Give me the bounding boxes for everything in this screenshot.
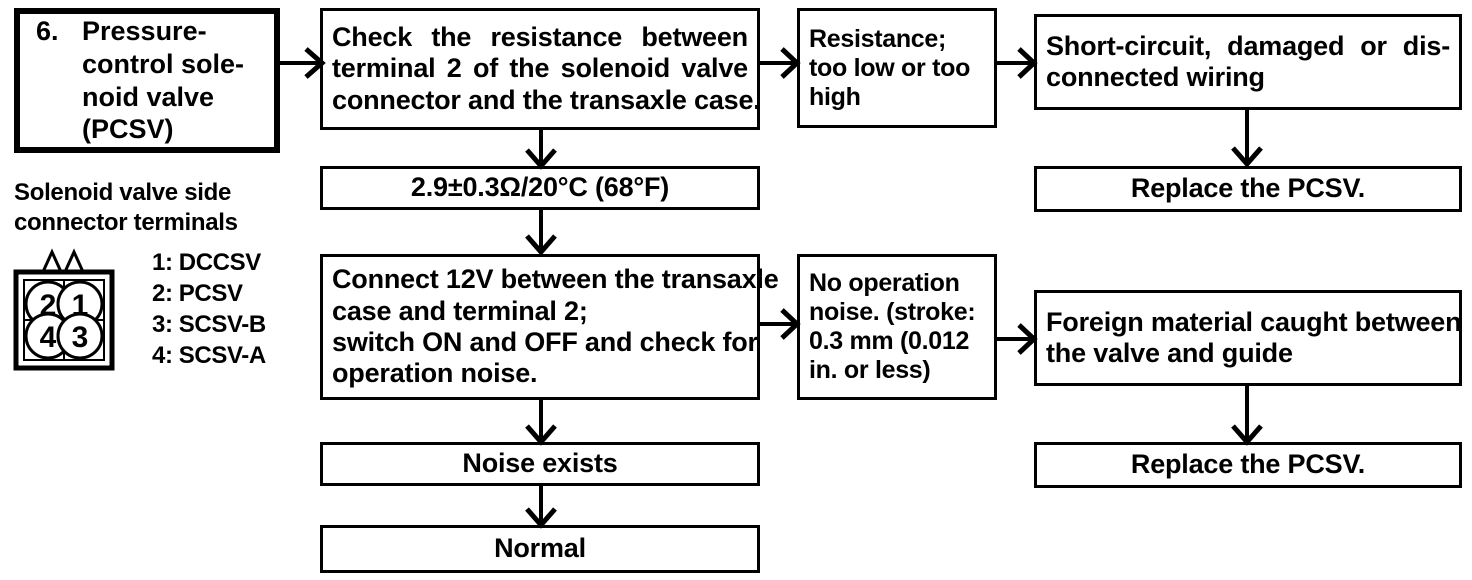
check-resistance-line-2: terminal 2 of the solenoid valve xyxy=(332,53,748,84)
connect-12v-line-1: Connect 12V between the transaxle xyxy=(332,264,779,295)
step-title-text-2: control sole- xyxy=(82,48,245,79)
resistance-fault-line-1: Resistance; xyxy=(809,24,947,53)
replace-pcsv-top-label: Replace the PCSV. xyxy=(1130,173,1366,204)
no-operation-noise-line-4: in. or less) xyxy=(809,356,931,384)
replace-pcsv-bottom-box: Replace the PCSV. xyxy=(1034,442,1462,488)
connector-connect12v-to-noise-exists xyxy=(522,400,560,446)
connector-no-noise-to-foreign xyxy=(997,320,1039,358)
connect-12v-line-4: operation noise. xyxy=(332,358,538,389)
pin-assignment-1: 1: DCCSV xyxy=(152,249,261,276)
resistance-fault-box: Resistance; too low or too high xyxy=(797,8,997,128)
replace-pcsv-top-box: Replace the PCSV. xyxy=(1034,166,1462,212)
replace-pcsv-bottom-label: Replace the PCSV. xyxy=(1130,449,1366,480)
no-operation-noise-line-1: No operation xyxy=(809,269,960,297)
pin-number-bottom-right: 3 xyxy=(72,321,89,354)
connector-foreign-to-replace-bottom xyxy=(1228,386,1266,446)
resistance-fault-line-2: too low or too xyxy=(809,53,971,82)
step-title-text-4: (PCSV) xyxy=(82,114,174,145)
connect-12v-line-2: case and terminal 2; xyxy=(332,295,588,326)
check-resistance-line-1: Check the resistance between xyxy=(332,22,748,53)
step-title-text-1: Pressure- xyxy=(82,15,207,46)
no-operation-noise-box: No operation noise. (stroke: 0.3 mm (0.0… xyxy=(797,254,997,400)
pin-assignment-2: 2: PCSV xyxy=(152,279,243,307)
connect-12v-line-3: switch ON and OFF and check for xyxy=(332,327,758,357)
connector-noise-exists-to-normal xyxy=(522,486,560,529)
step-number: 6. xyxy=(36,15,59,46)
wiring-fault-line-1: Short-circuit, damaged or dis- xyxy=(1046,30,1450,61)
noise-exists-label: Noise exists xyxy=(462,448,618,479)
foreign-material-line-1: Foreign material caught between xyxy=(1046,306,1462,337)
step-title-line-1: 6. Pressure- xyxy=(36,15,258,48)
resistance-spec-box: 2.9±0.3Ω/20°C (68°F) xyxy=(320,166,760,210)
pin-assignment-3: 3: SCSV-B xyxy=(152,310,266,338)
pin-number-top-right: 1 xyxy=(72,289,89,322)
step-title-text-3: noid valve xyxy=(82,81,215,112)
pin-number-top-left: 2 xyxy=(40,289,57,322)
check-resistance-line-3: connector and the transaxle case. xyxy=(332,84,761,115)
connector-connect12v-to-no-noise xyxy=(760,305,802,343)
wiring-fault-box: Short-circuit, damaged or dis- connected… xyxy=(1034,14,1462,110)
no-operation-noise-line-2: noise. (stroke: xyxy=(809,298,976,326)
noise-exists-box: Noise exists xyxy=(320,442,760,486)
connector-spec-to-connect12v xyxy=(522,210,560,256)
check-resistance-box: Check the resistance between terminal 2 … xyxy=(320,8,761,130)
normal-box: Normal xyxy=(320,525,760,573)
no-operation-noise-line-3: 0.3 mm (0.012 xyxy=(809,327,970,355)
legend-title-line-2: connector terminals xyxy=(14,209,238,236)
legend-title-line-1: Solenoid valve side xyxy=(14,179,232,206)
resistance-spec-value: 2.9±0.3Ω/20°C (68°F) xyxy=(410,172,670,203)
connector-resistance-fault-to-wiring xyxy=(997,44,1039,82)
pin-assignment-4: 4: SCSV-A xyxy=(152,341,266,369)
connector-check-to-resistance-fault xyxy=(760,44,802,82)
pin-assignment-list: 1: DCCSV 2: PCSV 3: SCSV-B 4: SCSV-A xyxy=(152,248,266,372)
legend-title: Solenoid valve side connector terminals xyxy=(14,178,314,238)
resistance-fault-line-3: high xyxy=(809,82,861,111)
pin-number-bottom-left: 4 xyxy=(40,321,57,354)
connect-12v-box: Connect 12V between the transaxle case a… xyxy=(320,254,779,400)
connector-title-to-check xyxy=(280,44,328,82)
connector-pinout-illustration: 2 1 4 3 xyxy=(8,248,130,376)
connector-wiring-to-replace-top xyxy=(1228,110,1266,168)
foreign-material-line-2: the valve and guide xyxy=(1046,338,1293,368)
connector-check-to-spec xyxy=(522,130,560,170)
foreign-material-box: Foreign material caught between the valv… xyxy=(1034,290,1462,386)
wiring-fault-line-2: connected wiring xyxy=(1046,62,1265,92)
step-title-box: 6. Pressure- control sole- noid valve (P… xyxy=(14,8,280,153)
normal-label: Normal xyxy=(494,533,586,564)
